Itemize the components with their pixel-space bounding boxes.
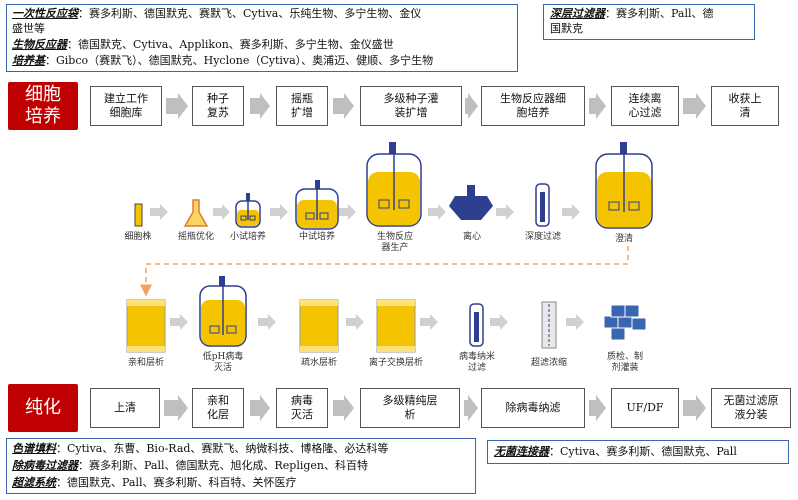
supplier-row-depth-filter-cont: 国默克 [550, 22, 583, 35]
affinity-column-icon [126, 299, 166, 353]
step-shake-flask: 摇瓶 扩增 [276, 86, 328, 126]
step-centrifuge-filter: 连续离 心过滤 [611, 86, 679, 126]
supplier-row-depth-filter: 深层过滤器：赛多利斯、Pall、德 [550, 7, 714, 20]
icon-label-affinity: 亲和层析 [127, 358, 164, 368]
icon-label-bioreactor: 生物反应 器生产 [376, 232, 413, 253]
section-cell-culture: 细胞 培养 [8, 82, 78, 130]
clarification-reactor-icon [595, 142, 653, 229]
downstream-supplier-box [6, 438, 476, 494]
pilot-reactor-icon [295, 180, 339, 230]
icon-label-centrifuge: 离心 [462, 232, 481, 242]
step-virus-inactivation: 病毒 灭活 [276, 388, 328, 428]
depth-filter-icon [535, 183, 550, 227]
step-bioreactor-culture: 生物反应器细 胞培养 [481, 86, 585, 126]
supplier-row-sterile-connector: 无菌连接器：Cytiva、赛多利斯、德国默克、Pall [494, 445, 737, 458]
icon-label-pilot-scale: 中试培养 [298, 232, 335, 242]
supplier-row-bioreactor: 生物反应器：德国默克、Cytiva、Applikon、赛多利斯、多宁生物、金仪盛… [12, 38, 394, 51]
step-harvest: 收获上 清 [711, 86, 779, 126]
supplier-row-virus-filter: 除病毒过滤器：赛多利斯、Pall、德国默克、旭化成、Repligen、科百特 [12, 459, 369, 472]
low-ph-reactor-icon [199, 276, 247, 347]
icon-label-depth-filter: 深度过滤 [524, 232, 561, 242]
icon-label-ultrafiltration: 超滤浓缩 [530, 358, 567, 368]
step-virus-filtration: 除病毒纳滤 [481, 388, 585, 428]
step-supernatant: 上清 [90, 388, 160, 428]
icon-label-small-scale: 小试培养 [229, 232, 266, 242]
step-sterile-fill: 无菌过滤原 液分装 [711, 388, 791, 428]
step-build-cell-bank: 建立工作 细胞库 [90, 86, 162, 126]
step-affinity: 亲和 化层 [192, 388, 244, 428]
upstream-supplier-box [6, 4, 518, 72]
sterile-connector-supplier-box [487, 440, 789, 464]
step-multi-seed: 多级种子灌 装扩增 [360, 86, 462, 126]
purify-step-arrows [164, 395, 706, 421]
ion-exchange-column-icon [376, 299, 416, 353]
icon-label-fill-finish: 质检、制 剂灌装 [606, 352, 643, 373]
icon-label-hydrophobic: 疏水层析 [300, 358, 337, 368]
small-reactor-icon [235, 193, 261, 228]
step-polish-chromatography: 多级精纯层 析 [360, 388, 460, 428]
centrifuge-icon [449, 185, 493, 220]
fill-finish-icon [603, 304, 647, 341]
supplier-row-bags-cont: 盛世等 [12, 22, 45, 35]
dashed-connector [140, 246, 629, 297]
icon-label-nanofilter: 病毒纳米 过滤 [458, 352, 495, 373]
icon-label-clarification: 澄清 [614, 234, 633, 244]
supplier-row-uf-system: 超滤系统：德国默克、Pall、赛多利斯、科百特、关怀医疗 [12, 476, 297, 489]
step-ufdf: UF/DF [611, 388, 679, 428]
ultrafiltration-icon [541, 301, 557, 349]
icon-label-shake-flask: 摇瓶优化 [177, 232, 214, 242]
depth-filter-supplier-box [543, 4, 755, 40]
step-seed-revival: 种子 复苏 [192, 86, 244, 126]
nanofilter-icon [469, 303, 484, 347]
hydrophobic-column-icon [299, 299, 339, 353]
flask-icon [183, 199, 209, 227]
culture-icon-arrows [150, 204, 580, 220]
supplier-row-resin: 色谱填料：Cytiva、东曹、Bio-Rad、赛默飞、纳微科技、博格隆、必达科等 [12, 442, 389, 455]
icon-label-ion-exchange: 离子交换层析 [368, 358, 423, 368]
icon-label-cell-line: 细胞株 [124, 232, 152, 242]
icon-label-low-ph: 低pH病毒 灭活 [202, 352, 244, 373]
section-purification: 纯化 [8, 384, 78, 432]
supplier-row-bags: 一次性反应袋：赛多利斯、德国默克、赛默飞、Cytiva、乐纯生物、多宁生物、金仪 [12, 7, 422, 20]
production-reactor-icon [366, 142, 422, 227]
cell-vial-icon [134, 203, 143, 227]
supplier-row-media: 培养基：Gibco（赛默飞）、德国默克、Hyclone（Cytiva）、奥浦迈、… [12, 54, 434, 67]
purify-icon-arrows [170, 314, 584, 330]
culture-step-arrows [166, 93, 706, 119]
